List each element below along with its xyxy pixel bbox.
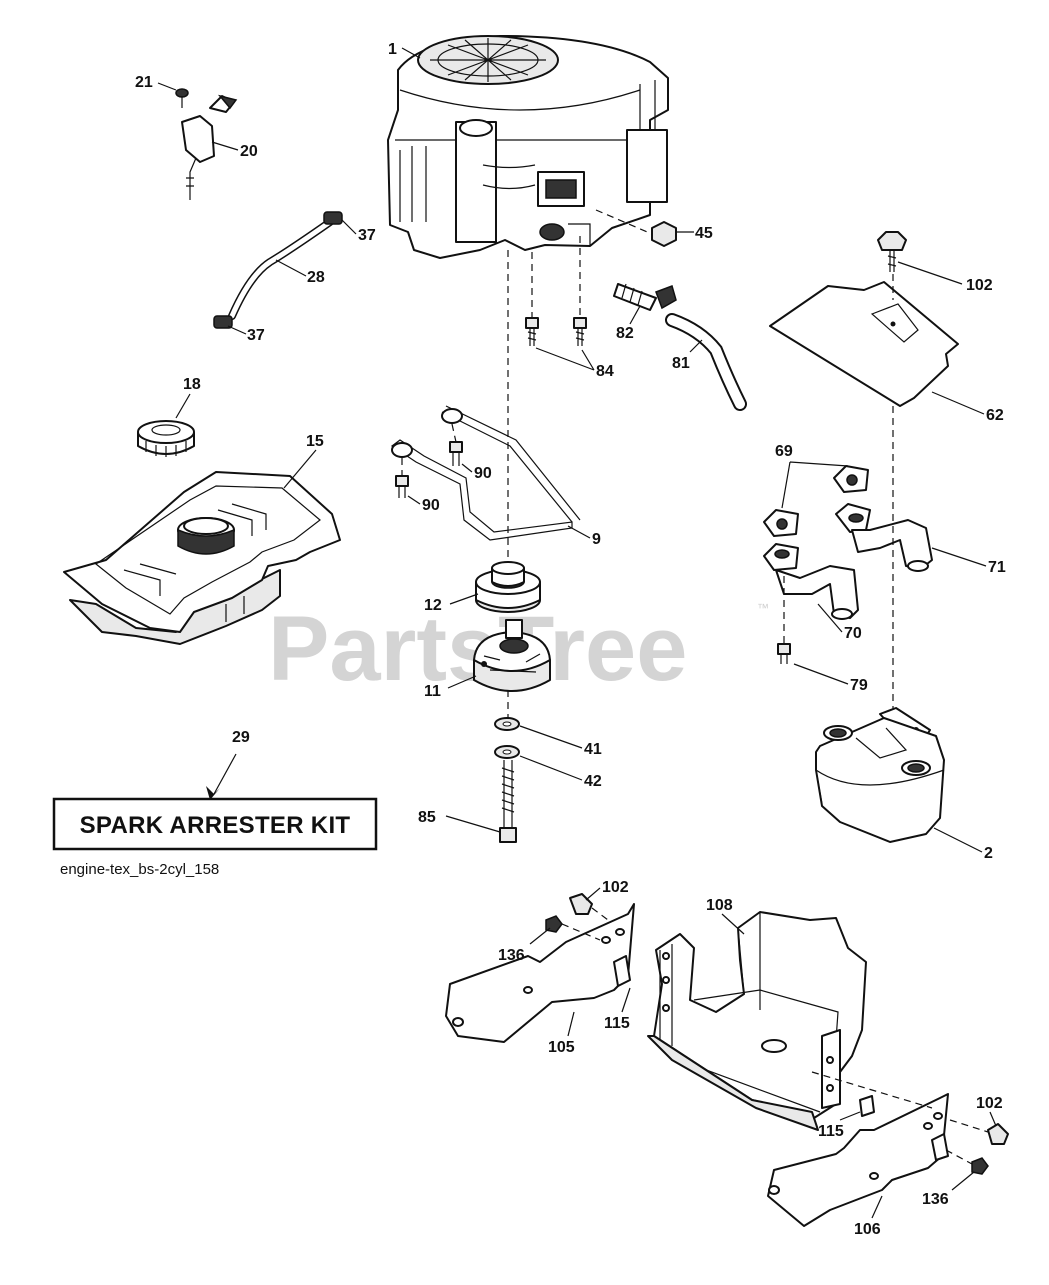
spark-arrester-kit-label: SPARK ARRESTER KIT <box>80 812 351 839</box>
callout-71: 71 <box>988 559 1006 576</box>
callout-2: 2 <box>984 845 993 862</box>
callout-11: 11 <box>424 683 441 700</box>
callout-42: 42 <box>584 773 602 790</box>
part-throttle-control[interactable] <box>175 88 238 200</box>
callout-105: 105 <box>548 1039 575 1056</box>
part-bolt-85[interactable] <box>499 760 517 843</box>
part-nut-136-right[interactable] <box>971 1157 989 1175</box>
callout-15: 15 <box>306 433 324 450</box>
callout-9: 9 <box>592 531 601 548</box>
callout-85: 85 <box>418 809 436 826</box>
callout-136-left: 136 <box>498 947 525 964</box>
callout-45: 45 <box>695 225 713 242</box>
part-screw-79[interactable] <box>777 643 791 664</box>
watermark-tm: ™ <box>757 601 769 615</box>
part-heat-shield-62[interactable] <box>769 281 959 407</box>
part-bracket-9[interactable] <box>390 405 581 541</box>
part-knob-102[interactable] <box>877 231 907 272</box>
callout-12: 12 <box>424 597 442 614</box>
part-clip-115-left[interactable] <box>613 955 631 987</box>
callout-108: 108 <box>706 897 733 914</box>
callout-18: 18 <box>183 376 201 393</box>
part-clip-115-right[interactable] <box>859 1095 875 1117</box>
callout-79: 79 <box>850 677 868 694</box>
callout-21: 21 <box>135 74 153 91</box>
part-bracket-105[interactable] <box>445 903 635 1043</box>
callout-136-right: 136 <box>922 1191 949 1208</box>
callout-20: 20 <box>240 143 258 160</box>
callout-106: 106 <box>854 1221 881 1238</box>
part-nut-45[interactable] <box>651 221 677 247</box>
callout-81: 81 <box>672 355 690 372</box>
callout-90-left: 90 <box>422 497 440 514</box>
part-exhaust-pipe-70[interactable] <box>763 543 859 620</box>
callout-29: 29 <box>232 729 250 746</box>
part-fitting-82[interactable] <box>613 283 677 311</box>
spark-arrester-kit-box[interactable]: SPARK ARRESTER KIT <box>52 797 378 851</box>
callout-69: 69 <box>775 443 793 460</box>
callout-115-right: 115 <box>818 1123 844 1140</box>
callout-1: 1 <box>388 41 397 58</box>
callout-70: 70 <box>844 625 862 642</box>
part-washer-41[interactable] <box>494 717 520 731</box>
callout-37-top: 37 <box>358 227 376 244</box>
callout-82: 82 <box>616 325 634 342</box>
callout-102-top: 102 <box>966 277 993 294</box>
callout-115-left: 115 <box>604 1015 630 1032</box>
part-bolt-102-right[interactable] <box>987 1123 1009 1145</box>
callout-102-mid: 102 <box>602 879 629 896</box>
callout-102-right: 102 <box>976 1095 1003 1112</box>
part-pulley-12[interactable] <box>475 561 541 613</box>
callout-37-bottom: 37 <box>247 327 265 344</box>
part-pto-clutch-11[interactable] <box>473 619 551 692</box>
part-fuel-cap-18[interactable] <box>137 420 195 457</box>
part-washer-42[interactable] <box>494 745 520 759</box>
part-clip-right-lower[interactable] <box>931 1133 949 1161</box>
part-exhaust-pipe-71[interactable] <box>835 503 933 572</box>
part-fuel-line[interactable] <box>213 211 343 329</box>
part-muffler-2[interactable] <box>815 707 945 843</box>
callout-90-right: 90 <box>474 465 492 482</box>
part-exhaust-gaskets-69[interactable] <box>763 465 869 537</box>
callout-84: 84 <box>596 363 614 380</box>
callout-41: 41 <box>584 741 602 758</box>
diagram-id: engine-tex_bs-2cyl_158 <box>60 861 219 878</box>
callout-28: 28 <box>307 269 325 286</box>
callout-62: 62 <box>986 407 1004 424</box>
part-mounting-plate-108[interactable] <box>647 911 867 1131</box>
part-bolts-84[interactable] <box>525 317 587 346</box>
part-fuel-tank-15[interactable] <box>63 471 341 645</box>
part-bracket-106[interactable] <box>767 1093 949 1227</box>
part-hose-81[interactable] <box>665 313 747 411</box>
part-engine[interactable] <box>387 35 669 259</box>
